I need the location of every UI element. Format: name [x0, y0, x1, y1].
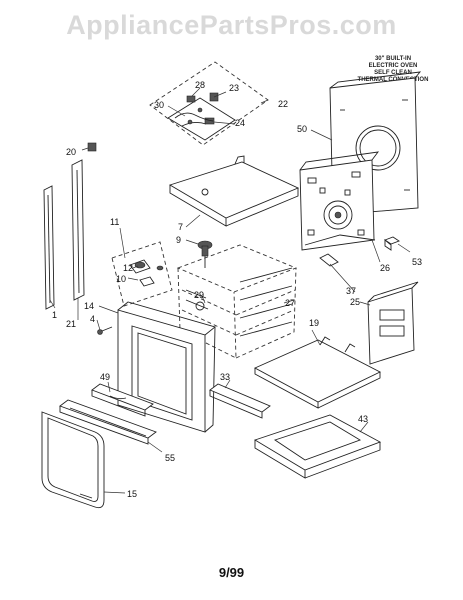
callout-10: 10 — [116, 274, 126, 284]
oven-spec-label: 30" BUILT-IN ELECTRIC OVEN SELF CLEAN TH… — [352, 56, 434, 84]
door-frame — [97, 301, 216, 433]
spec-line: THERMAL CONVECTION — [357, 77, 429, 83]
vent-strip — [209, 383, 271, 419]
callout-25: 25 — [350, 297, 360, 307]
bottom-tray — [253, 414, 382, 479]
callout-15: 15 — [127, 489, 137, 499]
spec-line: ELECTRIC OVEN — [368, 63, 418, 69]
bottom-panel — [253, 336, 382, 409]
revision-date: 9/99 — [218, 565, 245, 580]
lower-side-panel — [367, 281, 419, 365]
callout-7: 7 — [178, 222, 183, 232]
callout-20: 20 — [66, 147, 76, 157]
door-gasket — [41, 411, 105, 509]
leader-lines — [49, 87, 411, 494]
callout-55: 55 — [165, 453, 175, 463]
relay-part — [186, 95, 196, 103]
callout-12: 12 — [123, 263, 133, 273]
control-module-assembly — [149, 61, 269, 146]
bracket-parts — [319, 236, 400, 267]
callout-50: 50 — [297, 124, 307, 134]
callout-23: 23 — [229, 83, 239, 93]
callout-33: 33 — [220, 372, 230, 382]
callout-53: 53 — [412, 257, 422, 267]
callout-11: 11 — [110, 217, 119, 227]
callout-24: 24 — [235, 118, 245, 128]
callout-43: 43 — [358, 414, 368, 424]
spec-line: 30" BUILT-IN — [374, 56, 412, 62]
callout-49: 49 — [100, 372, 110, 382]
watermark: AppliancePartsPros.com — [66, 10, 397, 40]
callout-30: 30 — [154, 100, 164, 110]
callout-19: 19 — [309, 318, 319, 328]
callout-28: 28 — [195, 80, 205, 90]
door-handle-trim — [59, 399, 157, 445]
side-trim-strips — [43, 142, 97, 310]
oven-cavity — [176, 244, 298, 359]
callout-29: 29 — [194, 290, 204, 300]
top-panel — [168, 155, 300, 227]
callout-21: 21 — [66, 319, 76, 329]
callout-labels: 22 23 24 28 30 20 50 7 9 11 12 10 14 4 1… — [52, 80, 422, 499]
callout-1: 1 — [52, 310, 57, 320]
callout-26: 26 — [380, 263, 390, 273]
callout-27: 27 — [285, 298, 295, 308]
sensor-part — [197, 240, 213, 268]
callout-37: 37 — [346, 286, 356, 296]
callout-14: 14 — [84, 301, 94, 311]
fuse-part — [204, 117, 215, 125]
convection-fan-panel — [299, 151, 380, 251]
callout-22: 22 — [278, 99, 288, 109]
callout-4: 4 — [90, 314, 95, 324]
door-trim-strip — [91, 383, 154, 417]
spec-line: SELF CLEAN — [374, 70, 412, 76]
callout-9: 9 — [176, 235, 181, 245]
